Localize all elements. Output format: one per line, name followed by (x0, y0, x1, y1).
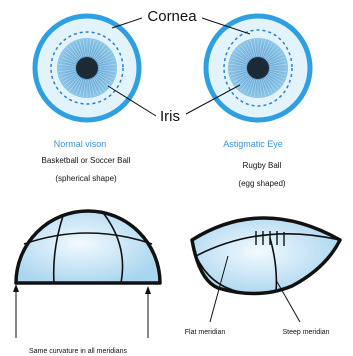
normal-vision-subtitle-1: Basketball or Soccer Ball (42, 156, 131, 165)
normal-eye-pupil (76, 57, 98, 79)
astigmatic-eye-pupil (247, 57, 269, 79)
cornea-label: Cornea (147, 8, 197, 25)
curvature-arrowhead-right (145, 286, 151, 294)
astigmatic-subtitle-1: Rugby Ball (243, 161, 282, 170)
basketball (16, 211, 160, 283)
iris-label: Iris (160, 108, 180, 125)
curvature-arrowhead-left (13, 284, 19, 292)
astigmatic-subtitle-2: (egg shaped) (238, 179, 285, 188)
flat-meridian-label: Flat meridian (185, 329, 226, 336)
same-curvature-label: Same curvature in all meridians (29, 348, 128, 355)
astigmatic-eye-title: Astigmatic Eye (223, 139, 283, 149)
rugby-ball-body (192, 218, 340, 294)
normal-vision-title: Normal vison (54, 139, 107, 149)
normal-eye (35, 16, 139, 120)
rugby-ball (192, 218, 340, 294)
normal-vision-subtitle-2: (spherical shape) (55, 174, 117, 183)
steep-meridian-label: Steep meridian (282, 329, 329, 336)
basketball-hemisphere (16, 211, 160, 283)
astigmatic-eye (206, 16, 310, 120)
